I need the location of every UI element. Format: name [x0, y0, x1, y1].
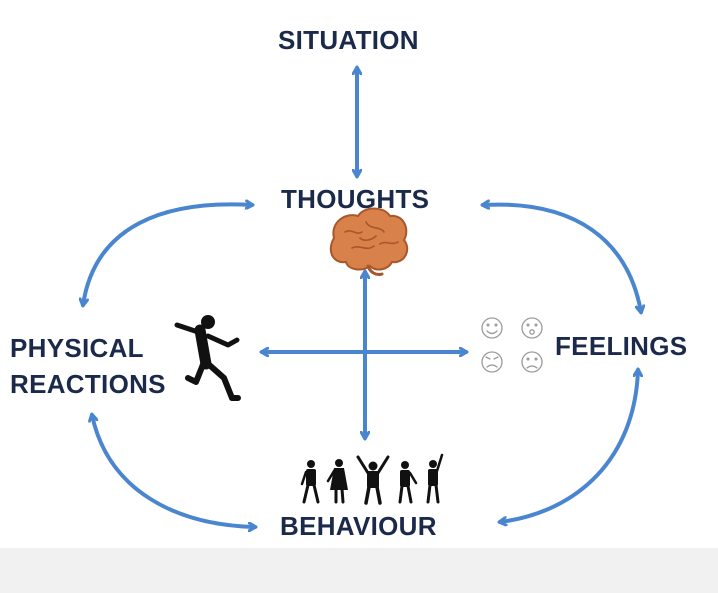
physical-reactions-label-line2: REACTIONS: [10, 369, 166, 399]
arrow-thoughts-feelings: [483, 205, 641, 312]
running-person-icon: [174, 315, 241, 401]
physical-reactions-label-line1: PHYSICAL: [10, 333, 144, 363]
arrow-thoughts-physical: [83, 204, 252, 305]
face-surprised-icon: [521, 317, 543, 339]
face-sad-icon: [521, 351, 543, 373]
face-angry-icon: [481, 351, 503, 373]
person-figure-2: [326, 459, 348, 504]
person-figure-1: [300, 460, 320, 504]
emotion-faces-icon: [481, 317, 543, 373]
feelings-label: FEELINGS: [555, 331, 688, 361]
arrow-physical-behaviour: [92, 415, 255, 527]
thoughts-label: THOUGHTS: [281, 184, 430, 214]
arrow-feelings-behaviour: [500, 370, 638, 522]
person-figure-5: [426, 453, 444, 504]
brain-icon: [329, 207, 409, 276]
situation-label: SITUATION: [278, 25, 419, 55]
behaviour-label: BEHAVIOUR: [280, 511, 437, 541]
face-smiling-icon: [481, 317, 503, 339]
person-figure-3: [356, 455, 390, 505]
people-group-icon: [300, 453, 444, 505]
person-figure-4: [398, 461, 418, 504]
